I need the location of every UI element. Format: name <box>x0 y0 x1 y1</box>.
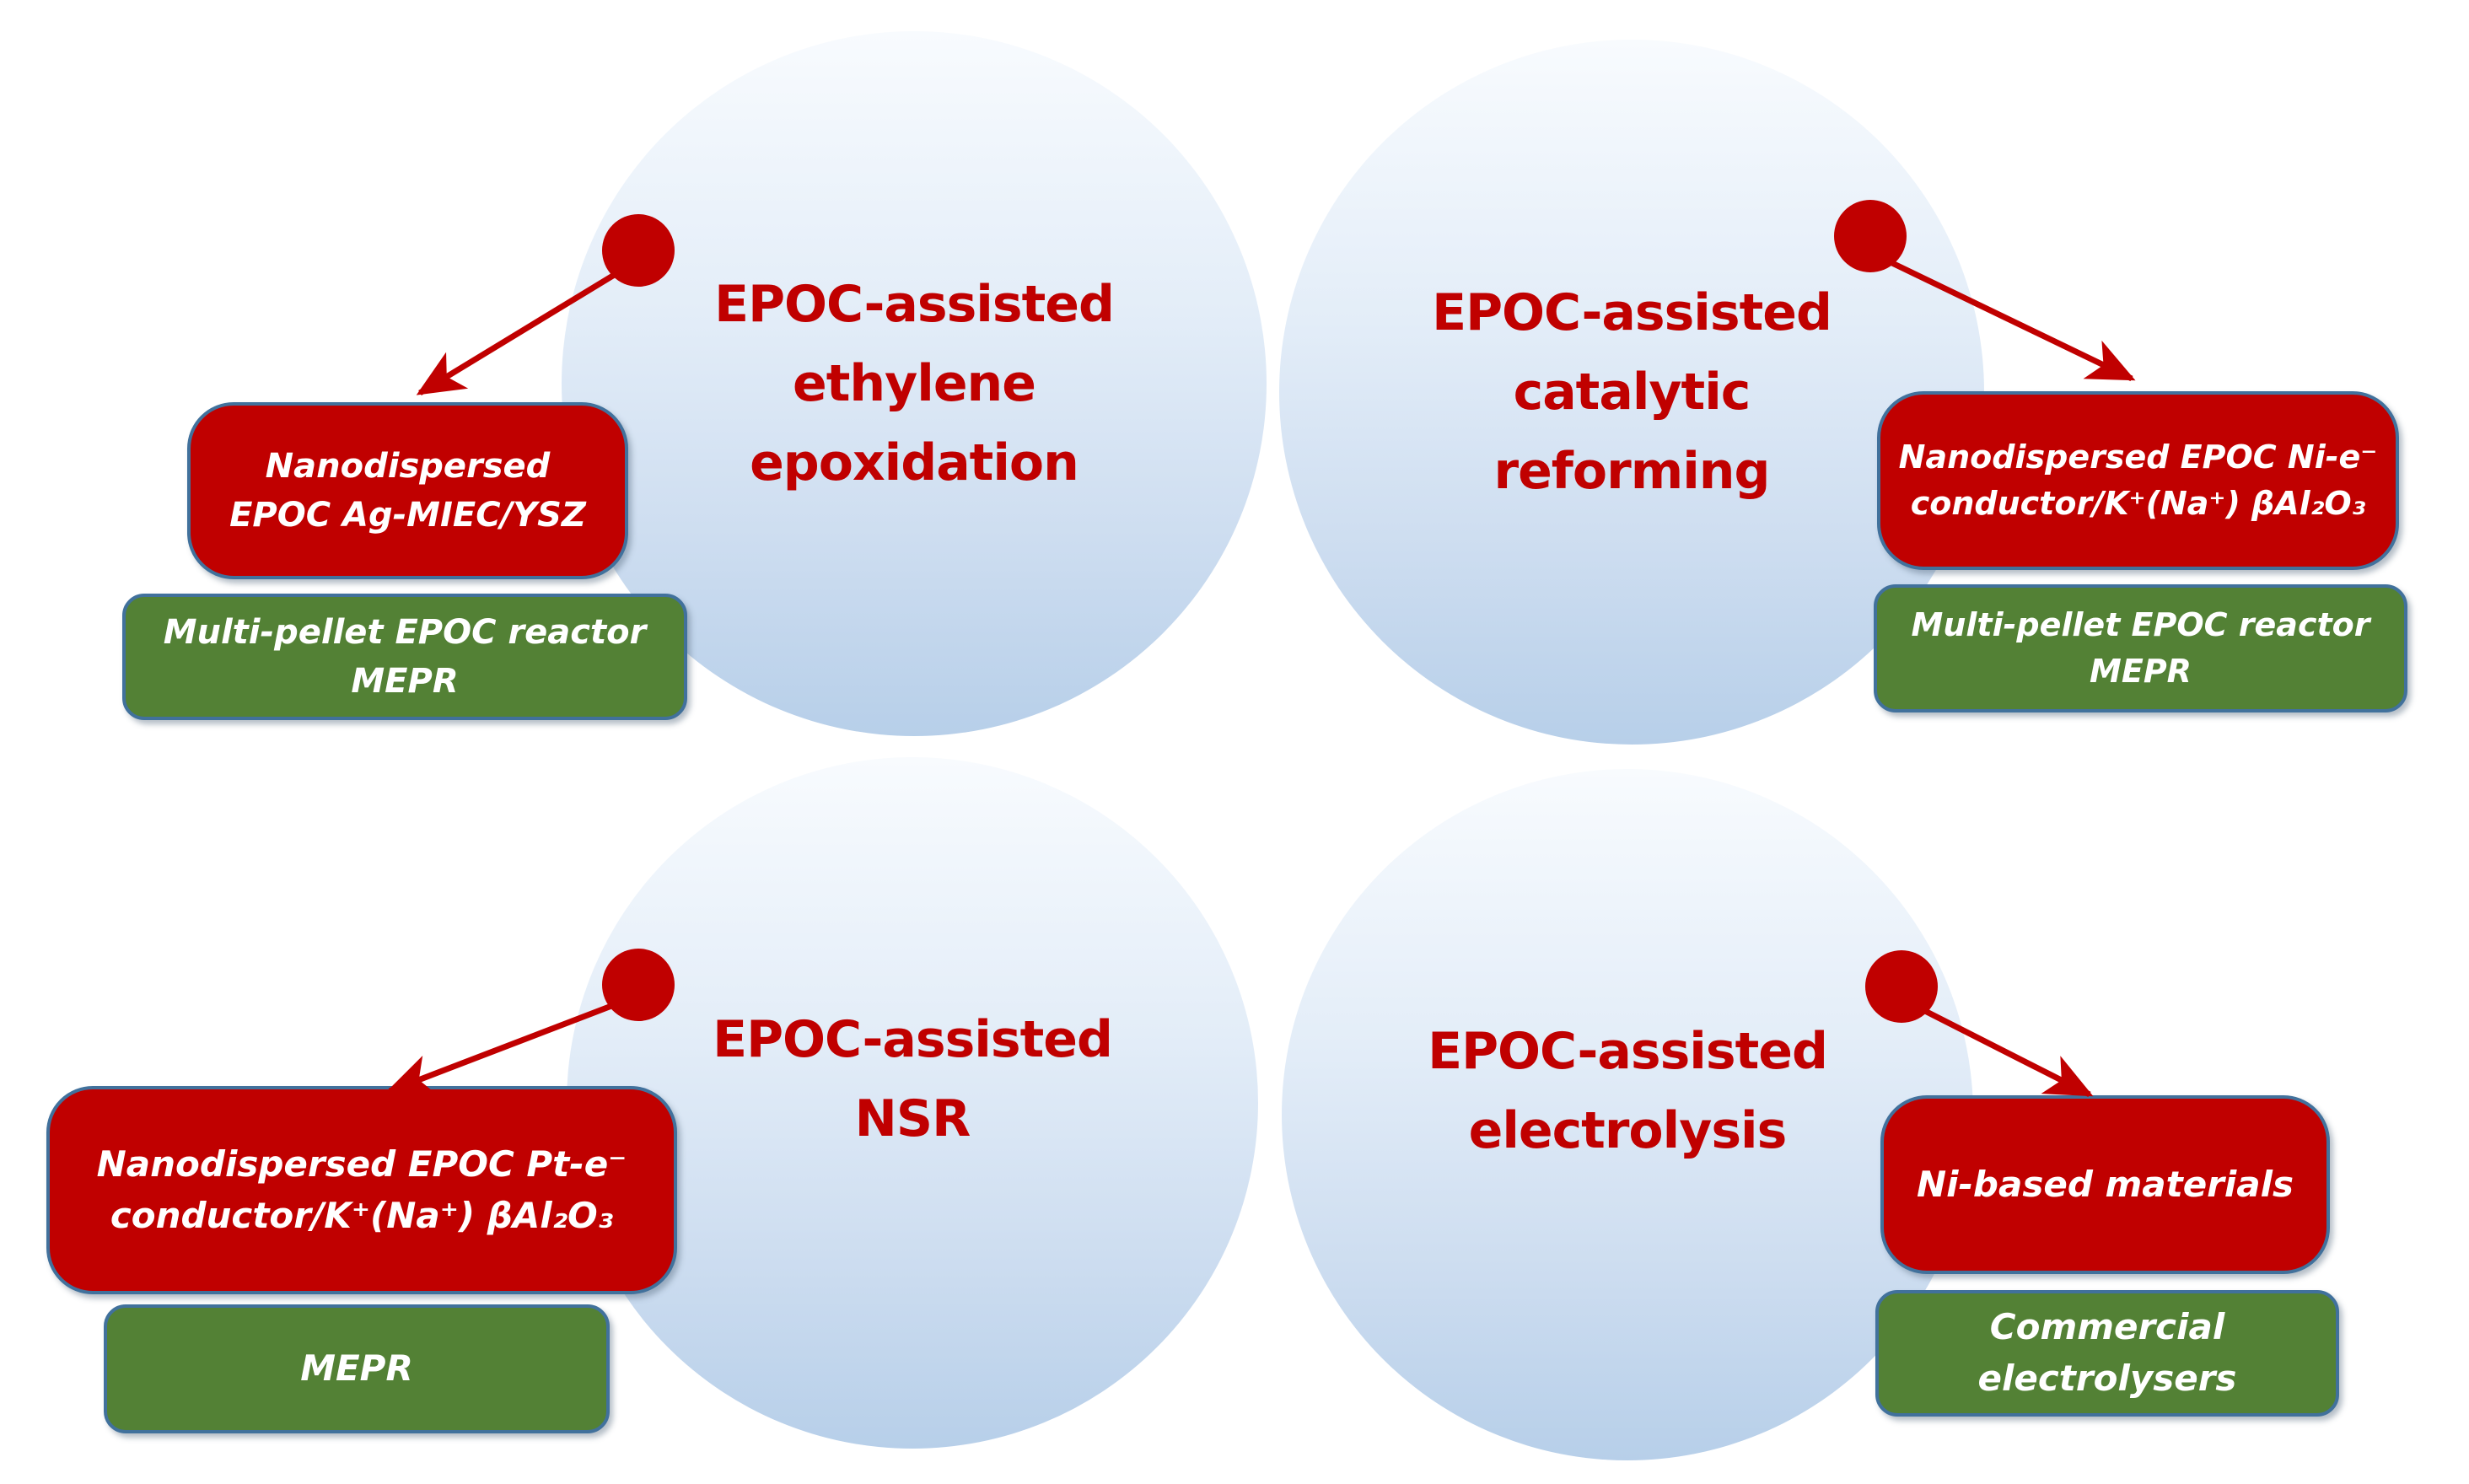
catalyst-box-nsr: Nanodispersed EPOC Pt-e⁻ conductor/K⁺(Na… <box>46 1086 677 1294</box>
box-label-line: EPOC Ag-MIEC/YSZ <box>229 496 586 535</box>
title-line: EPOC-assisted <box>713 1010 1113 1069</box>
title-line: catalytic <box>1513 363 1751 422</box>
box-label-line: Commercial <box>1989 1306 2225 1348</box>
circle-nsr: EPOC-assisted NSR <box>567 757 1258 1449</box>
box-label-line: Multi-pellet EPOC reactor <box>1911 605 2370 643</box>
box-label-line: MEPR <box>2090 653 2192 690</box>
box-label-line: electrolysers <box>1977 1358 2237 1399</box>
circle-title-ethylene-epoxidation: EPOC-assisted ethylene epoxidation <box>714 265 1115 503</box>
circle-electrolysis: EPOC-assisted electrolysis <box>1282 769 1973 1460</box>
title-line: electrolysis <box>1468 1101 1788 1160</box>
title-line: epoxidation <box>750 433 1079 492</box>
title-line: reforming <box>1493 442 1771 501</box>
circle-catalytic-reforming: EPOC-assisted catalytic reforming <box>1279 40 1984 745</box>
reactor-box-catalytic-reforming: Multi-pellet EPOC reactor MEPR <box>1874 584 2407 712</box>
box-label-line: conductor/K⁺(Na⁺) βAl₂O₃ <box>1910 485 2366 522</box>
box-label-line: Nanodispersed EPOC Pt-e⁻ <box>96 1143 627 1185</box>
reactor-box-nsr: MEPR <box>104 1304 610 1433</box>
catalyst-box-catalytic-reforming: Nanodispersed EPOC Ni-e⁻ conductor/K⁺(Na… <box>1877 391 2399 570</box>
title-line: EPOC-assisted <box>714 275 1115 334</box>
title-line: EPOC-assisted <box>1432 283 1832 342</box>
title-line: ethylene <box>793 354 1036 413</box>
circle-title-nsr: EPOC-assisted NSR <box>713 1000 1113 1159</box>
title-line: EPOC-assisted <box>1428 1022 1828 1081</box>
box-label-line: Ni-based materials <box>1916 1163 2294 1205</box>
catalyst-box-electrolysis: Ni-based materials <box>1880 1095 2330 1274</box>
box-label-line: Nanodispersed EPOC Ni-e⁻ <box>1898 438 2378 476</box>
box-label-line: Nanodispersed <box>265 447 551 486</box>
circle-title-electrolysis: EPOC-assisted electrolysis <box>1428 1012 1828 1170</box>
box-label-line: conductor/K⁺(Na⁺) βAl₂O₃ <box>110 1194 614 1236</box>
circle-title-catalytic-reforming: EPOC-assisted catalytic reforming <box>1432 273 1832 511</box>
reactor-box-electrolysis: Commercial electrolysers <box>1875 1290 2339 1417</box>
box-label-line: MEPR <box>351 662 459 701</box>
box-label-line: MEPR <box>300 1347 413 1390</box>
reactor-box-ethylene-epoxidation: Multi-pellet EPOC reactor MEPR <box>122 594 687 720</box>
box-label-line: Multi-pellet EPOC reactor <box>163 613 647 652</box>
catalyst-box-ethylene-epoxidation: Nanodispersed EPOC Ag-MIEC/YSZ <box>187 402 628 579</box>
title-line: NSR <box>854 1089 971 1148</box>
